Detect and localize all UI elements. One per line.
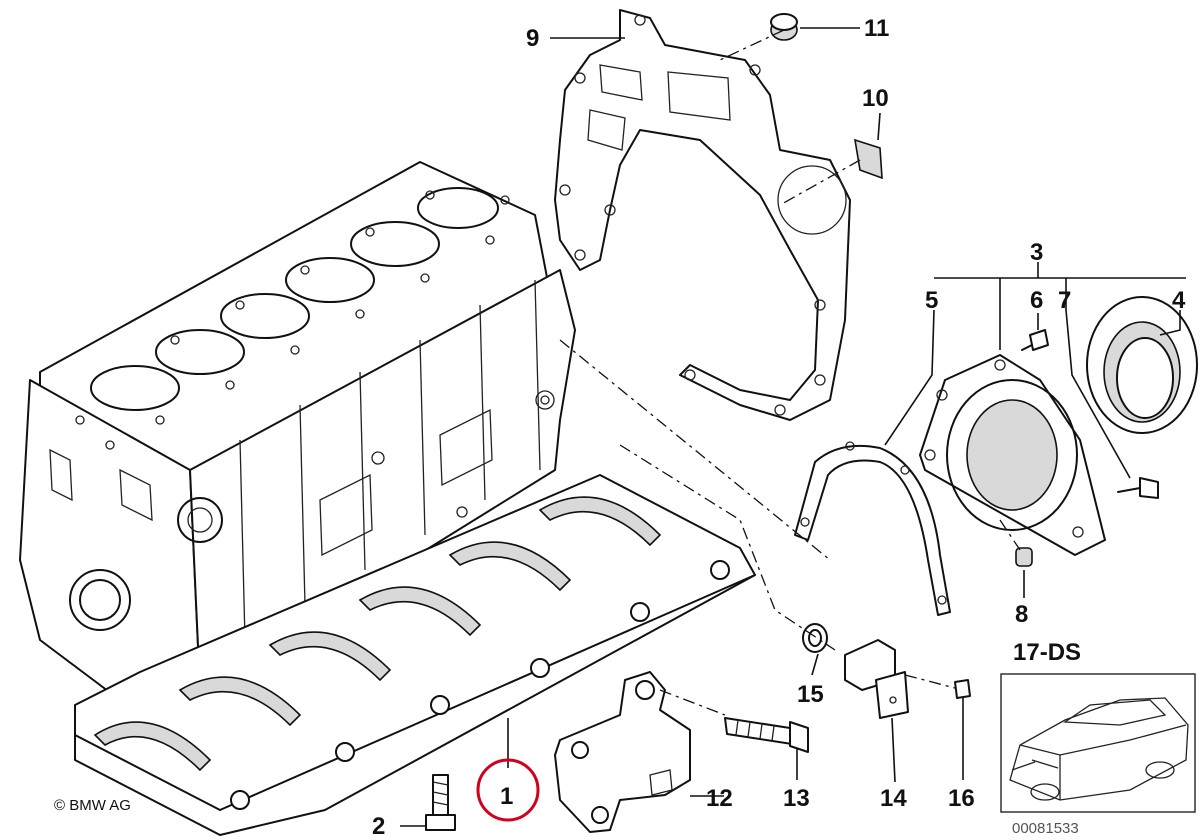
bolt-7 — [1117, 477, 1159, 499]
callout-labels: 1 2 3 4 5 6 7 8 9 10 11 12 13 14 15 16 — [372, 15, 1186, 840]
callout-8: 8 — [1015, 601, 1028, 628]
leader-lines — [400, 27, 1186, 827]
bolt-2 — [425, 774, 456, 831]
highlight-circle — [476, 758, 540, 822]
dowel-8 — [1015, 547, 1033, 567]
engine-block — [19, 161, 576, 701]
callout-11: 11 — [864, 15, 889, 42]
callout-6: 6 — [1030, 287, 1043, 314]
seal-gasket-5 — [794, 441, 951, 616]
callout-13: 13 — [783, 785, 810, 812]
callout-14: 14 — [880, 785, 907, 812]
bedplate — [74, 474, 756, 836]
callout-12: 12 — [706, 785, 733, 812]
callout-15: 15 — [797, 681, 824, 708]
sensor-14 — [844, 639, 909, 719]
callout-2: 2 — [372, 813, 385, 840]
plug-11 — [770, 13, 798, 41]
callout-4: 4 — [1172, 287, 1186, 314]
bolt-13 — [724, 717, 809, 753]
seal-carrier — [919, 354, 1106, 556]
gasket-plate — [554, 9, 851, 421]
vehicle-thumbnail — [1000, 673, 1196, 813]
explosion-lines — [559, 29, 1021, 716]
callout-1: 1 — [500, 783, 513, 810]
callout-10: 10 — [862, 85, 889, 112]
reference-number: 00081533 — [1012, 820, 1079, 837]
seal-ring-15 — [802, 623, 828, 653]
callout-16: 16 — [948, 785, 975, 812]
screw-16 — [954, 679, 971, 699]
callout-7: 7 — [1058, 287, 1071, 314]
callout-3: 3 — [1030, 239, 1043, 266]
callout-5: 5 — [925, 287, 938, 314]
sleeve-10 — [853, 138, 883, 180]
callout-9: 9 — [526, 25, 539, 52]
tensioner-12 — [554, 671, 691, 833]
shaft-seal — [1086, 296, 1198, 434]
bolt-6 — [1021, 329, 1049, 351]
variant-label: 17-DS — [1013, 639, 1081, 666]
copyright-text: © BMW AG — [54, 797, 131, 814]
